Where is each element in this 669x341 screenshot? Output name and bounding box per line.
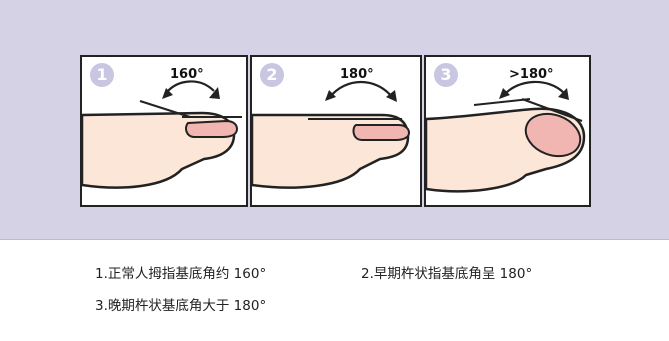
- finger-late-clubbing-illustration: [426, 80, 586, 193]
- caption-normal: 1.正常人拇指基底角约 160°: [95, 266, 267, 282]
- panel-early-clubbing: 2 180°: [250, 55, 422, 207]
- finger-early-clubbing-illustration: [252, 80, 411, 189]
- angle-label: >180°: [509, 67, 554, 82]
- panel-normal: 1 160°: [80, 55, 248, 207]
- finger-normal-illustration: [82, 80, 242, 189]
- caption-area: [0, 239, 669, 341]
- panel-number-badge: 3: [434, 63, 458, 87]
- caption-late-clubbing: 3.晚期杵状基底角大于 180°: [95, 298, 267, 314]
- panel-late-clubbing: 3 >180°: [424, 55, 591, 207]
- panel-number-badge: 2: [260, 63, 284, 87]
- angle-label: 180°: [340, 67, 374, 82]
- angle-label: 160°: [170, 67, 204, 82]
- panel-number-badge: 1: [90, 63, 114, 87]
- caption-early-clubbing: 2.早期杵状指基底角呈 180°: [361, 266, 533, 282]
